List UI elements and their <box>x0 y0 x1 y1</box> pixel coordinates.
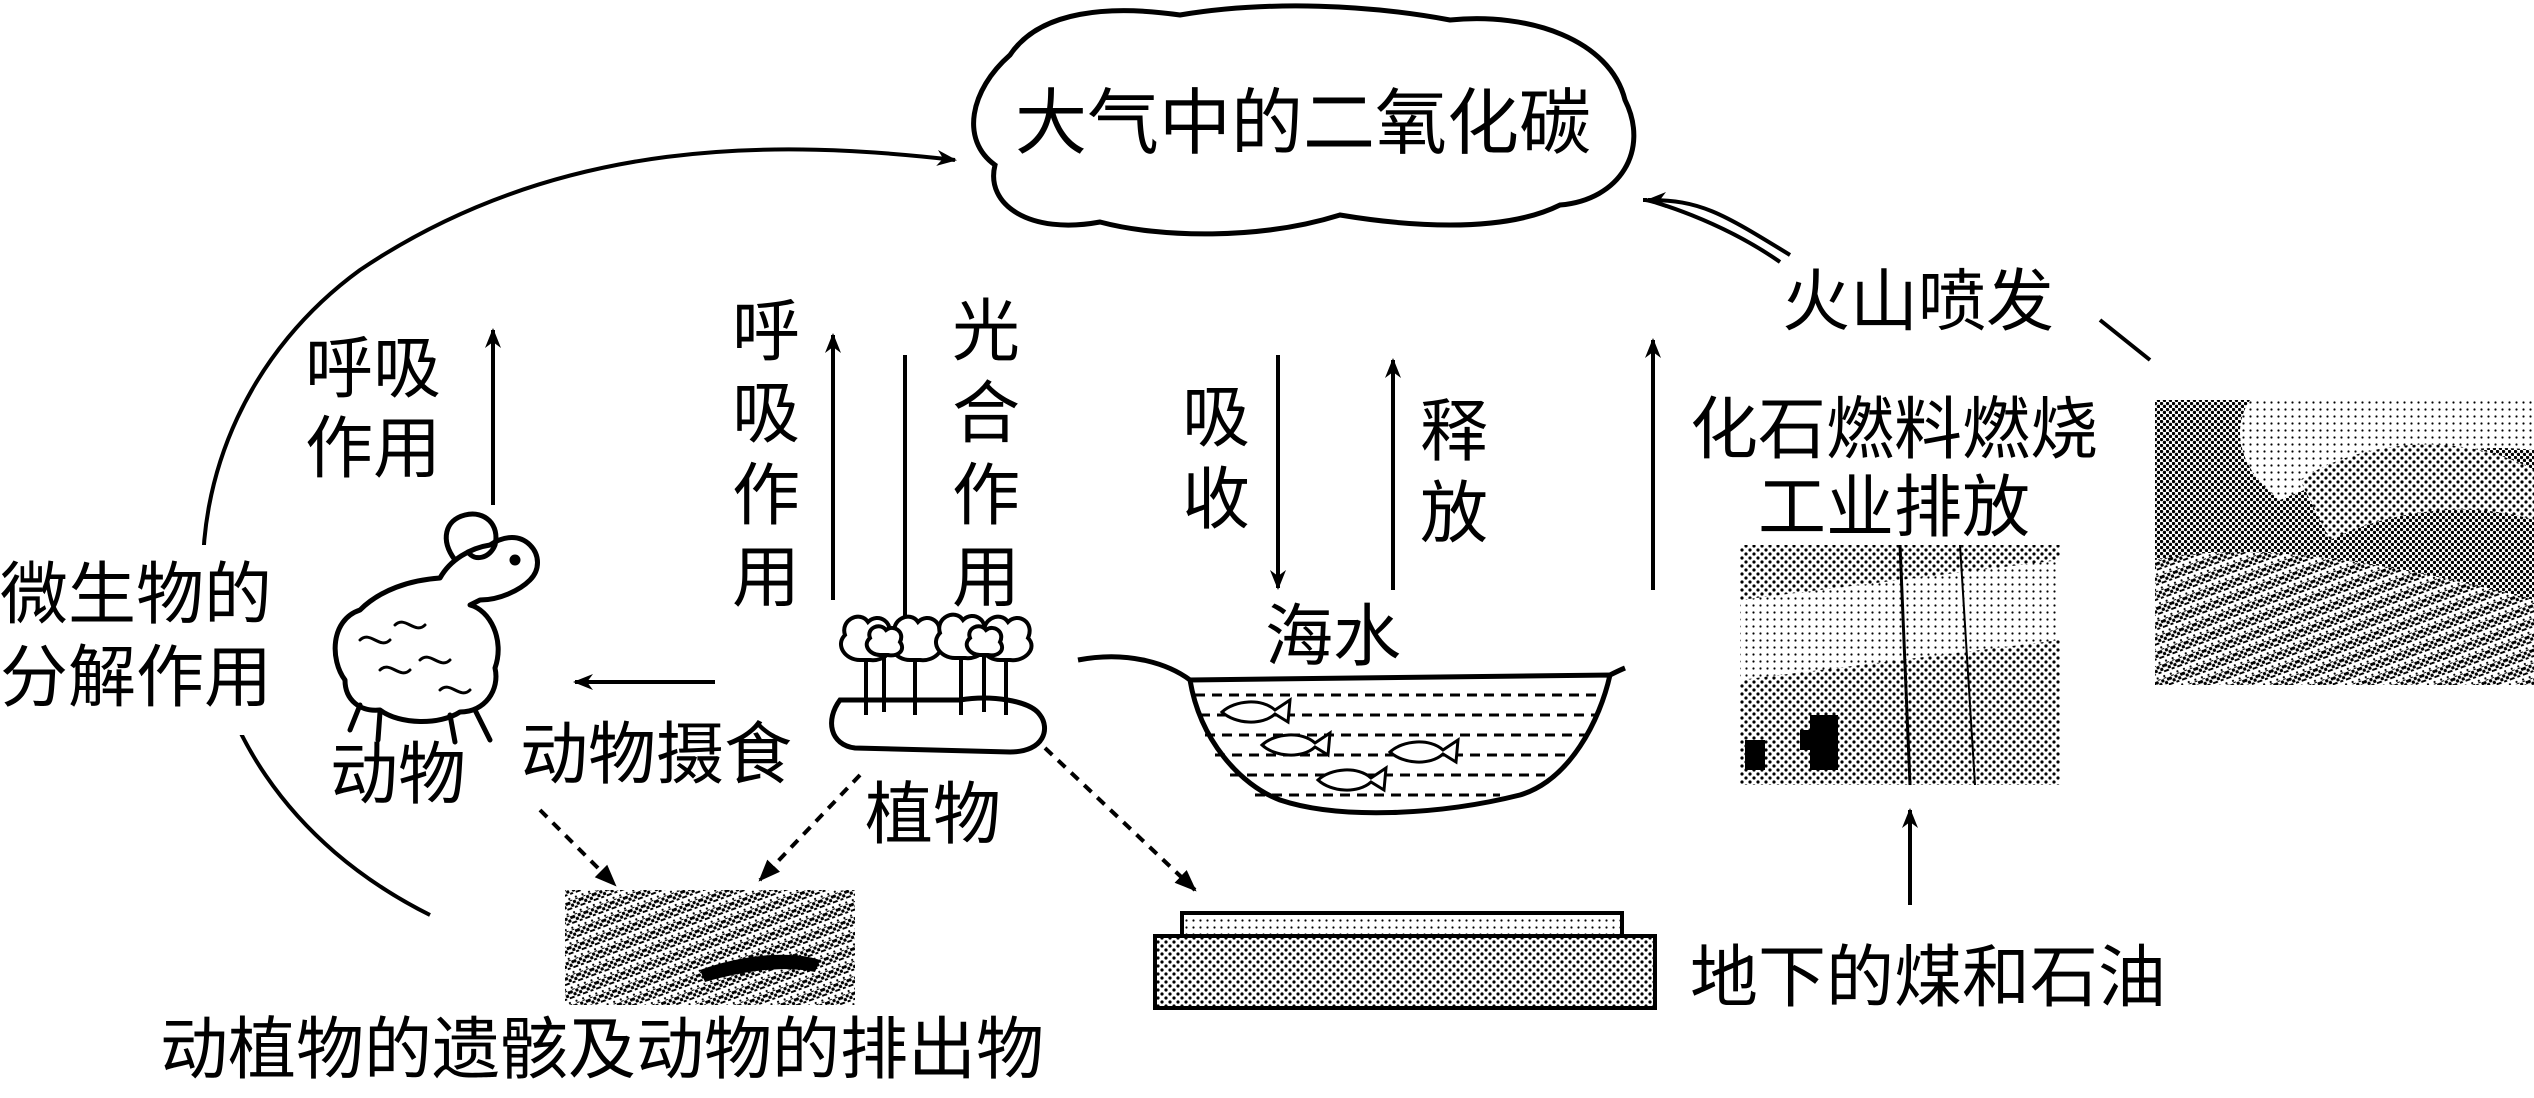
remains-photo <box>565 890 855 1005</box>
industry-label: 工业排放 <box>1758 469 2031 548</box>
photosynthesis-label: 光合作用 <box>951 293 1020 618</box>
microbe-decomposition-label-1: 微生物的 <box>0 556 273 635</box>
plant-coal-arrow <box>1043 746 1197 892</box>
plant-respiration-label: 呼吸作用 <box>731 293 800 618</box>
volcano-arrow <box>1643 198 1782 264</box>
atmosphere-co2-label: 大气中的二氧化碳 <box>1015 81 1592 165</box>
remains-label: 动植物的遗骸及动物的排出物 <box>160 1011 1045 1090</box>
animal-remains-arrow <box>538 808 617 887</box>
animal-feeding-label: 动物摄食 <box>520 716 793 795</box>
decomposition-arc <box>200 147 957 917</box>
sheep-icon <box>332 511 540 745</box>
microbe-decomposition-label-2: 分解作用 <box>0 639 273 718</box>
volcano-photo <box>2155 400 2534 685</box>
plant-label: 植物 <box>865 776 1002 855</box>
coal-oil-layers <box>1153 911 1657 1010</box>
volcano-label: 火山喷发 <box>1782 263 2055 342</box>
release-label: 释放 <box>1419 393 1488 554</box>
fish-icon <box>1219 697 1460 793</box>
animal-respiration-label: 呼吸作用 <box>305 330 442 489</box>
trees-icon <box>829 612 1047 755</box>
absorb-label: 吸收 <box>1181 379 1250 540</box>
coal-oil-label: 地下的煤和石油 <box>1690 939 2167 1018</box>
animal-label: 动物 <box>330 736 467 815</box>
plant-remains-arrow <box>758 773 862 882</box>
factory-photo <box>1740 544 2060 786</box>
atmosphere-cloud <box>971 3 1637 237</box>
sea-basin <box>1077 654 1626 816</box>
fossil-fuel-label: 化石燃料燃烧 <box>1690 391 2099 470</box>
seawater-label: 海水 <box>1265 598 1402 677</box>
